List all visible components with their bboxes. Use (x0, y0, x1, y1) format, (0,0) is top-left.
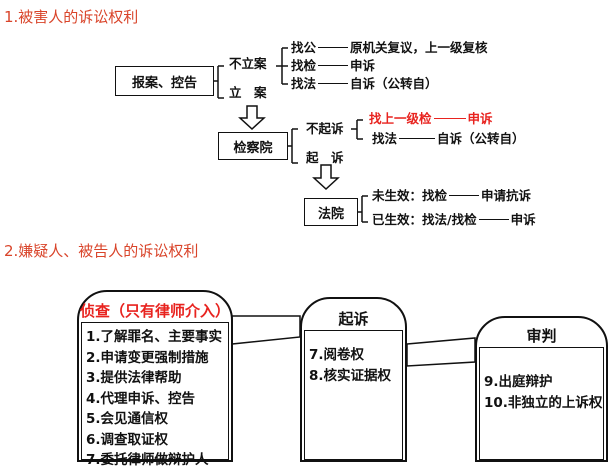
no-case-item-1: 找公原机关复议，上一级复核 (291, 40, 488, 55)
stage-prosecution-list: 7.阅卷权 8.核实证据权 (304, 330, 403, 460)
list-item: 3.提供法律帮助 (86, 370, 182, 386)
stage-investigation-list: 1.了解罪名、主要事实 2.申请变更强制措施 3.提供法律帮助 4.代理申诉、控… (81, 322, 229, 468)
list-item: 7.阅卷权 (309, 347, 365, 363)
court-item-2: 已生效：找法/找检申诉 (372, 212, 536, 227)
list-item: 5.会见通信权 (86, 411, 169, 427)
list-item: 1.了解罪名、主要事实 (86, 329, 223, 345)
court-box: 法院 (304, 198, 358, 226)
no-prosecute-item-2: 找法自诉（公转自） (372, 131, 525, 146)
list-item: 2.申请变更强制措施 (86, 349, 209, 366)
list-item: 4.代理申诉、控告 (86, 390, 196, 407)
no-case-item-2: 找检申诉 (291, 58, 376, 73)
branch-prosecute: 起 诉 (306, 150, 344, 165)
stage-trial-list: 9.出庭辩护 10.非独立的上诉权 (479, 347, 604, 460)
list-item: 8.核实证据权 (309, 367, 392, 384)
procuratorate-box: 检察院 (218, 132, 288, 160)
branch-no-prosecute: 不起诉 (306, 121, 344, 136)
stage-prosecution-title: 起诉 (338, 310, 369, 328)
no-case-item-3: 找法自诉（公转自） (291, 76, 438, 91)
list-item: 10.非独立的上诉权 (484, 394, 603, 411)
list-item: 9.出庭辩护 (484, 374, 553, 390)
report-box: 报案、控告 (115, 66, 214, 96)
stage-investigation-title: 侦查（只有律师介入） (79, 302, 230, 320)
branch-case: 立 案 (229, 85, 267, 100)
list-item: 7.委托律师做辩护人 (86, 452, 209, 468)
stage-trial-title: 审判 (526, 327, 557, 345)
court-item-1: 未生效：找检申请抗诉 (372, 188, 532, 203)
list-item: 6.调查取证权 (86, 431, 169, 448)
section2-title: 2.嫌疑人、被告人的诉讼权利 (4, 242, 199, 260)
branch-no-case: 不立案 (229, 56, 267, 71)
no-prosecute-item-1: 找上一级检申诉 (369, 111, 493, 126)
section1-title: 1.被害人的诉讼权利 (4, 8, 139, 26)
